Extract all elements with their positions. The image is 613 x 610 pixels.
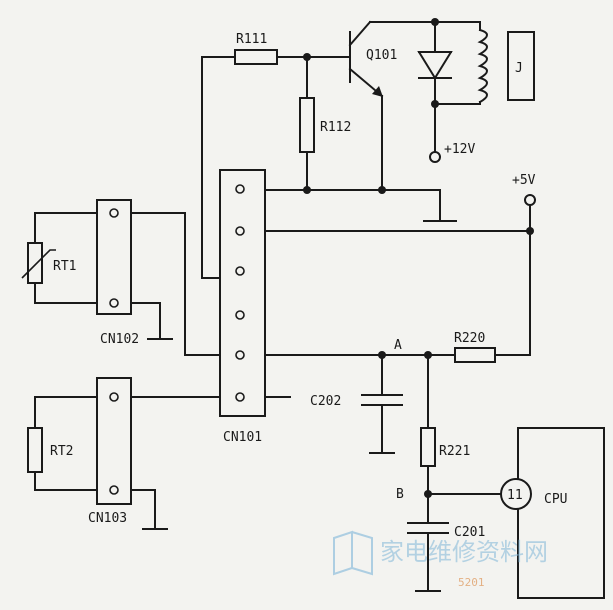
wire-cn102-ground [130, 302, 161, 339]
label-5v: +5V [512, 173, 536, 188]
cpu-block [517, 427, 605, 599]
thermistor-rt1-arrow [21, 249, 56, 279]
cn101-pin-3 [235, 266, 245, 276]
wire-rt1-bottom [34, 282, 98, 304]
label-node-b: B [396, 487, 404, 502]
cn102-pin-2 [109, 298, 119, 308]
label-r220: R220 [454, 331, 485, 346]
label-rt1: RT1 [53, 259, 76, 274]
resistor-r112 [299, 97, 315, 153]
junction-gnd-q101 [378, 186, 386, 194]
wire-rt1-top [34, 212, 98, 244]
cn102-pin-1 [109, 208, 119, 218]
thermistor-rt1 [27, 242, 43, 284]
connector-cn102 [96, 199, 132, 315]
connector-cn103 [96, 377, 132, 505]
watermark: 家电维修资料网 5201 [333, 530, 548, 589]
label-rt2: RT2 [50, 444, 73, 459]
wire-cn102-cn101 [130, 212, 221, 356]
label-r112: R112 [320, 120, 351, 135]
wire-r111-left [201, 56, 236, 279]
label-cpu-pin: 11 [507, 488, 523, 503]
label-cn101: CN101 [223, 430, 262, 445]
resistor-rt2 [27, 427, 43, 473]
label-c201: C201 [454, 525, 485, 540]
terminal-12v [429, 151, 441, 163]
junction-gnd-r112 [303, 186, 311, 194]
cn101-pins [235, 184, 245, 402]
wire-rt2-top [34, 396, 98, 429]
resistor-r111 [234, 49, 278, 65]
cn101-pin-4 [235, 310, 245, 320]
transistor-q101 [348, 20, 436, 191]
label-node-a: A [394, 338, 402, 353]
watermark-text: 家电维修资料网 [380, 538, 548, 566]
label-12v: +12V [444, 142, 475, 157]
watermark-url: 5201 [458, 576, 485, 589]
label-cn102: CN102 [100, 332, 139, 347]
cn101-pin-1 [235, 184, 245, 194]
label-r221: R221 [439, 444, 470, 459]
label-relay: J [515, 61, 523, 76]
book-icon [333, 530, 373, 576]
label-c202: C202 [310, 394, 341, 409]
wire-rt2-bottom [34, 471, 98, 491]
resistor-r220 [454, 347, 496, 363]
cn101-pin-5 [235, 350, 245, 360]
cpu-pin-circle [500, 478, 532, 510]
cn101-pin-2 [235, 226, 245, 236]
junction-5v [526, 227, 534, 235]
label-cn103: CN103 [88, 511, 127, 526]
cn103-pin-2 [109, 485, 119, 495]
label-cpu: CPU [544, 492, 567, 507]
label-r111: R111 [236, 32, 267, 47]
cn101-pin-6 [235, 392, 245, 402]
diode [417, 21, 453, 153]
terminal-5v [524, 194, 536, 206]
resistor-r221 [420, 427, 436, 467]
cn103-pin-1 [109, 392, 119, 402]
relay-box [507, 31, 535, 101]
relay-coil [434, 21, 488, 105]
label-q101: Q101 [366, 48, 397, 63]
connector-cn101 [219, 169, 266, 417]
wire-cn103-ground [130, 489, 156, 529]
wire-ground-bus [264, 189, 441, 221]
